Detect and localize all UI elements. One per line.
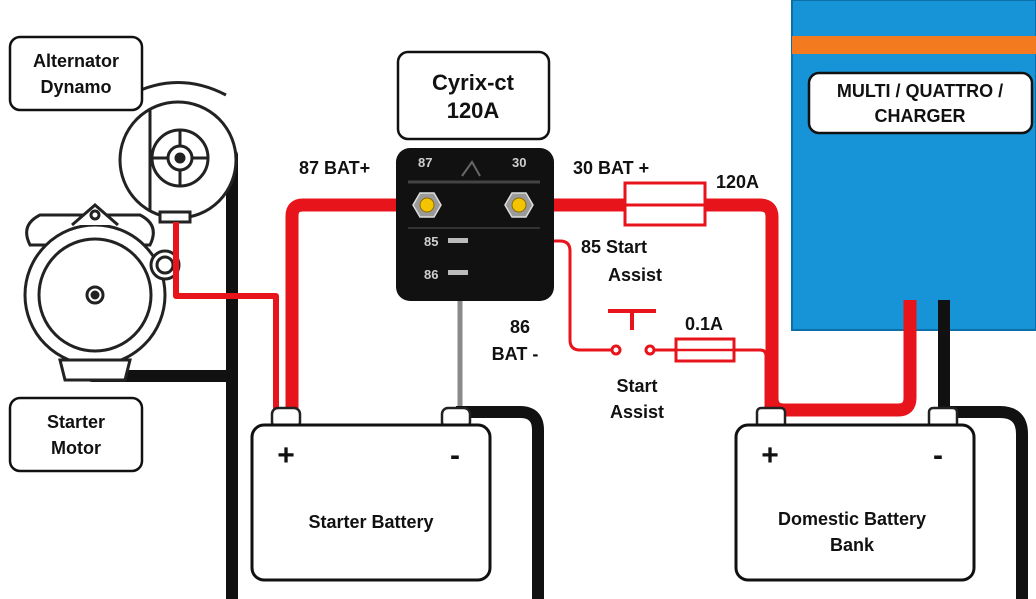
cyrix-relay: Cyrix-ct 120A 87 30 85 86 xyxy=(396,50,554,301)
starter-battery-plus: + xyxy=(277,439,295,472)
positive-wire-87 xyxy=(285,198,426,415)
terminal-30 xyxy=(504,192,534,218)
label-main-fuse: 120A xyxy=(716,172,759,192)
negative-wire-domestic xyxy=(938,300,1028,599)
label-switch-line2: Assist xyxy=(610,402,664,422)
alternator-label-line1: Alternator xyxy=(33,51,119,71)
starter-motor-label: Starter Motor xyxy=(8,396,144,473)
starter-motor-label-line1: Starter xyxy=(47,412,105,432)
starter-motor-label-line2: Motor xyxy=(51,438,101,458)
domestic-battery-label-line1: Domestic Battery xyxy=(778,509,926,529)
negative-wire-starter-battery xyxy=(456,406,544,599)
relay-title-line2: 120A xyxy=(447,98,500,123)
label-30-bat: 30 BAT + xyxy=(573,158,649,178)
domestic-battery-plus: + xyxy=(761,439,779,472)
label-86-line2: BAT - xyxy=(492,344,539,364)
label-85-line2: Assist xyxy=(608,265,662,285)
label-switch-line1: Start xyxy=(616,376,657,396)
positive-wire-alternator xyxy=(173,222,279,415)
domestic-battery-minus: - xyxy=(933,439,943,472)
domestic-battery: + - Domestic Battery Bank xyxy=(734,406,976,582)
label-87-bat: 87 BAT+ xyxy=(299,158,370,178)
starter-battery: + - Starter Battery xyxy=(250,406,492,582)
charger-label-line1: MULTI / QUATTRO / xyxy=(837,81,1003,101)
alternator-icon xyxy=(118,81,238,224)
relay-pin-85-label: 85 xyxy=(424,234,438,249)
label-86-line1: 86 xyxy=(510,317,530,337)
starter-battery-label: Starter Battery xyxy=(308,512,433,532)
domestic-battery-label-line2: Bank xyxy=(830,535,875,555)
charger-label-box xyxy=(807,71,1034,135)
alternator-label-line2: Dynamo xyxy=(40,77,111,97)
relay-title-line1: Cyrix-ct xyxy=(432,70,515,95)
start-assist-switch-icon xyxy=(608,309,656,356)
relay-pin-86-label: 86 xyxy=(424,267,438,282)
terminal-87 xyxy=(412,192,442,218)
label-85-line1: 85 Start xyxy=(581,237,647,257)
relay-pin-30-label: 30 xyxy=(512,155,526,170)
relay-pin-87-label: 87 xyxy=(418,155,432,170)
alternator-label: Alternator Dynamo xyxy=(8,35,144,112)
label-small-fuse: 0.1A xyxy=(685,314,723,334)
starter-motor-icon xyxy=(23,203,181,382)
charger-unit: MULTI / QUATTRO / CHARGER xyxy=(791,0,1036,331)
signal-wire-85 xyxy=(462,239,612,352)
charger-label-line2: CHARGER xyxy=(874,106,965,126)
relay-label-box xyxy=(396,50,551,141)
starter-battery-minus: - xyxy=(450,439,460,472)
